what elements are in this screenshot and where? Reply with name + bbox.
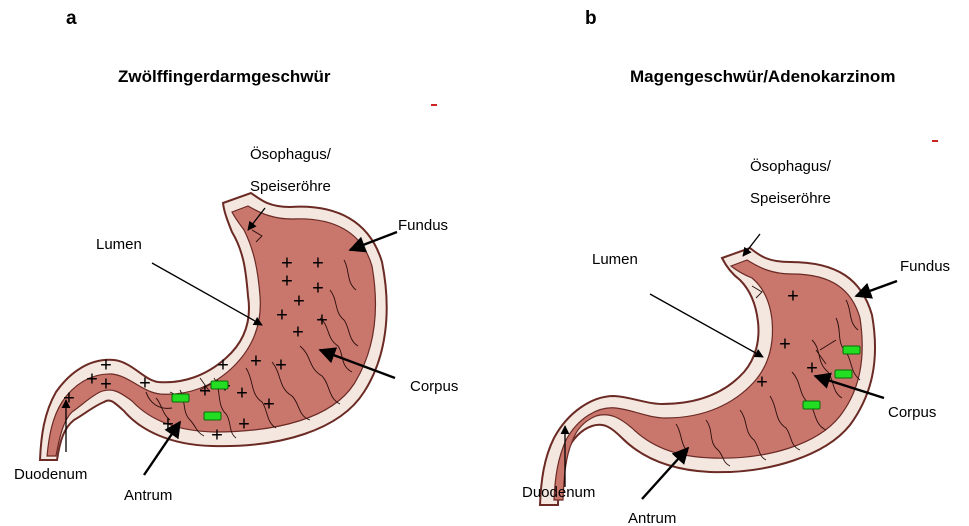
panel-b-antrum-label: Antrum — [628, 510, 676, 526]
panel-a-acid-plus: + — [263, 393, 275, 415]
panel-b-title: Magengeschwür/Adenokarzinom — [630, 67, 895, 86]
panel-a-esophagus-label-line2: Speiseröhre — [250, 178, 331, 195]
panel-a-acid-plus: + — [312, 252, 324, 274]
panel-b-helicobacter-bacterium — [803, 401, 820, 409]
panel-b-letter: b — [585, 8, 597, 29]
panel-a-acid-plus: + — [199, 380, 211, 402]
panel-a-acid-plus: + — [217, 354, 229, 376]
panel-b-acid-plus: + — [779, 333, 791, 355]
panel-a-antrum-label: Antrum — [124, 487, 172, 504]
panel-a-acid-plus: + — [236, 382, 248, 404]
panel-a-acid-plus: + — [100, 373, 112, 395]
panel-a-acid-plus: + — [139, 372, 151, 394]
panel-a-acid-plus: + — [281, 270, 293, 292]
panel-a-duodenum-label: Duodenum — [14, 466, 87, 483]
panel-b-esophagus-label-line1: Ösophagus/ — [750, 157, 832, 175]
panel-a-acid-plus: + — [292, 321, 304, 343]
panel-a-acid-plus: + — [312, 277, 324, 299]
panel-b-lumen-arrow — [650, 294, 763, 357]
panel-b-corpus-label: Corpus — [888, 404, 936, 421]
panel-b-acid-plus: + — [756, 371, 768, 393]
panel-b-fundus-arrow — [856, 281, 897, 296]
panel-b-lumen-label: Lumen — [592, 251, 638, 268]
panel-b-fundus-label: Fundus — [900, 258, 950, 275]
panel-a-lumen-label: Lumen — [96, 236, 142, 253]
panel-b-duodenum-label: Duodenum — [522, 484, 595, 501]
panel-b-acid-plus: + — [787, 285, 799, 307]
panel-a: a Zwölffingerdarmgeschwür Ösophagus/ Spe… — [14, 8, 458, 504]
panel-a-acid-plus: + — [162, 413, 174, 435]
panel-a-helicobacter-bacterium — [211, 381, 228, 389]
panel-b-helicobacter-bacterium — [843, 346, 860, 354]
panel-a-helicobacter-bacterium — [172, 394, 189, 402]
panel-b-stomach — [540, 248, 875, 505]
panel-a-acid-plus: + — [238, 413, 250, 435]
panel-a-esophagus-label-line1: Ösophagus/ — [250, 145, 332, 163]
panel-a-mark — [431, 104, 437, 106]
panel-a-acid-plus: + — [211, 424, 223, 446]
panel-a-acid-plus: + — [275, 354, 287, 376]
panel-a-fundus-label: Fundus — [398, 217, 448, 234]
panel-a-acid-plus: + — [316, 309, 328, 331]
panel-b-helicobacter-bacterium — [835, 370, 852, 378]
panel-a-helicobacter-bacterium — [204, 412, 221, 420]
panel-a-acid-plus: + — [63, 387, 75, 409]
panel-a-corpus-label: Corpus — [410, 378, 458, 395]
panel-a-acid-plus: + — [276, 304, 288, 326]
panel-a-acid-plus: + — [86, 368, 98, 390]
panel-a-acid-plus: + — [293, 290, 305, 312]
panel-b-mark — [932, 140, 938, 142]
panel-a-acid-plus: + — [250, 350, 262, 372]
panel-a-title: Zwölffingerdarmgeschwür — [118, 67, 331, 86]
panel-b: b Magengeschwür/Adenokarzinom Ösophagus/… — [522, 8, 950, 526]
panel-b-esophagus-label-line2: Speiseröhre — [750, 190, 831, 207]
panel-b-acid-plus: + — [806, 357, 818, 379]
panel-a-letter: a — [66, 8, 77, 29]
